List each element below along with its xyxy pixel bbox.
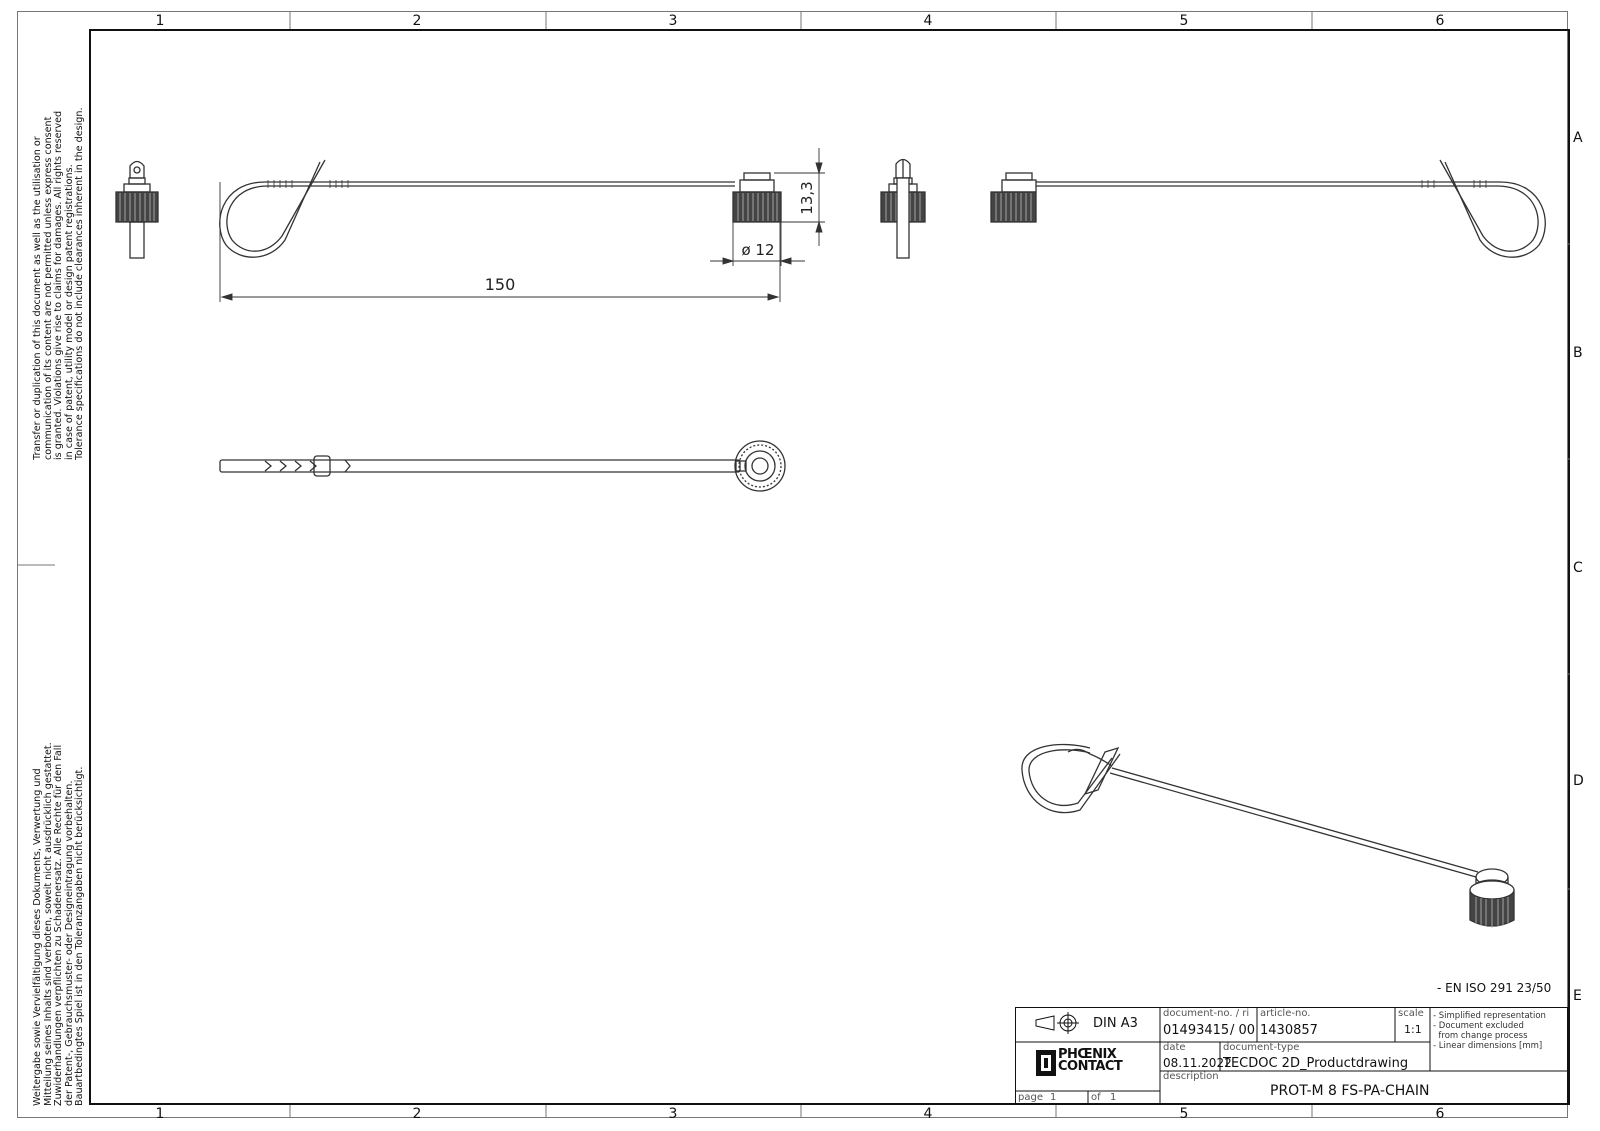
zone-column-6: 6 [1435,1106,1445,1122]
article-no: 1430857 [1260,1023,1318,1038]
chain-top-view [219,440,786,492]
chain-front-view [219,159,782,258]
cap-side-view-middle [880,158,926,259]
zone-column-1: 1 [155,13,165,29]
description-label: description [1163,1071,1219,1082]
paper-format: DIN A3 [1093,1016,1138,1031]
zone-row-C: C [1573,560,1583,576]
zone-column-6: 6 [1435,13,1445,29]
zone-row-A: A [1573,130,1583,146]
phoenix-contact-logo: PHŒNIX CONTACT [1058,1047,1123,1074]
revision: / 00 [1230,1023,1256,1038]
dimension-diameter-label: ø 12 [741,241,774,259]
dimension-length-label: 150 [485,275,516,294]
zone-row-E: E [1573,988,1582,1004]
article-no-label: article-no. [1260,1008,1311,1019]
zone-column-3: 3 [668,1106,678,1122]
title-block-notes: - Simplified representation- Document ex… [1433,1011,1546,1051]
title-block-note: from change process [1433,1031,1528,1041]
scale-label: scale [1398,1008,1424,1019]
zone-column-5: 5 [1179,1106,1189,1122]
zone-column-4: 4 [923,13,933,29]
date-label: date [1163,1042,1186,1053]
dimension-height-label: 13,3 [798,181,816,214]
zone-row-B: B [1573,345,1583,361]
description: PROT-M 8 FS-PA-CHAIN [1270,1083,1430,1099]
zone-column-2: 2 [412,1106,422,1122]
zone-row-D: D [1573,773,1584,789]
page-label: page [1018,1092,1043,1103]
title-block-note: - Linear dimensions [mm] [1433,1041,1543,1051]
dimension-lines [219,148,825,302]
date: 08.11.2022 [1163,1056,1232,1070]
zone-column-1: 1 [155,1106,165,1122]
document-type: TECDOC 2D_Productdrawing [1223,1056,1409,1071]
drawing-area [89,29,1570,1105]
chain-front-view-mirrored [990,159,1546,258]
standard-note: - EN ISO 291 23/50 [1437,981,1552,995]
document-no: 01493415 [1163,1023,1230,1038]
title-block-note: - Simplified representation [1433,1011,1546,1021]
title-block [1015,1007,1568,1105]
page-total: 1 [1110,1092,1117,1103]
zone-column-3: 3 [668,13,678,29]
scale-value: 1:1 [1404,1023,1422,1036]
document-no-label: document-no. / ri [1163,1008,1250,1019]
phoenix-logo-mark [1036,1050,1056,1076]
document-type-label: document-type [1223,1042,1300,1053]
page-number: 1 [1050,1092,1057,1103]
of-label: of [1091,1092,1101,1103]
cap-end-view-left [115,160,159,259]
zone-column-2: 2 [412,13,422,29]
zone-column-5: 5 [1179,13,1189,29]
zone-column-4: 4 [923,1106,933,1122]
title-block-note: - Document excluded [1433,1021,1524,1031]
chain-isometric-view [1021,743,1515,928]
